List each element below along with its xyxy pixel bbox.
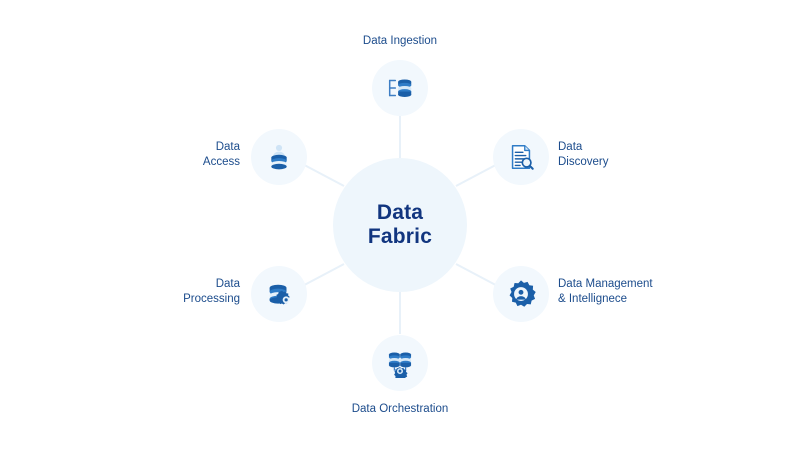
database-user-icon xyxy=(271,144,287,170)
node-data-processing[interactable] xyxy=(251,266,307,322)
node-label-data-access: Data Access xyxy=(202,141,240,169)
hub-label: Data Fabric xyxy=(367,200,433,248)
databases-gear-icon xyxy=(388,352,412,378)
node-data-ingestion[interactable] xyxy=(372,60,428,116)
node-label-data-discovery: Data Discovery xyxy=(558,141,609,169)
node-label-data-processing: Data Processing xyxy=(183,278,240,306)
document-search-icon xyxy=(511,145,534,170)
node-data-access[interactable] xyxy=(251,129,307,185)
gear-icon xyxy=(509,280,536,307)
database-ingest-icon xyxy=(388,79,412,97)
node-data-discovery[interactable] xyxy=(493,129,549,185)
hub-circle: Data Fabric xyxy=(333,158,467,292)
node-label-data-management-intelligence: Data Management & Intellignece xyxy=(558,278,653,306)
node-label-data-ingestion: Data Ingestion xyxy=(362,35,438,47)
node-label-data-orchestration: Data Orchestration xyxy=(351,403,449,415)
node-data-orchestration[interactable] xyxy=(372,335,428,391)
database-gear-icon xyxy=(269,284,290,305)
node-data-management-intelligence[interactable] xyxy=(493,266,549,322)
